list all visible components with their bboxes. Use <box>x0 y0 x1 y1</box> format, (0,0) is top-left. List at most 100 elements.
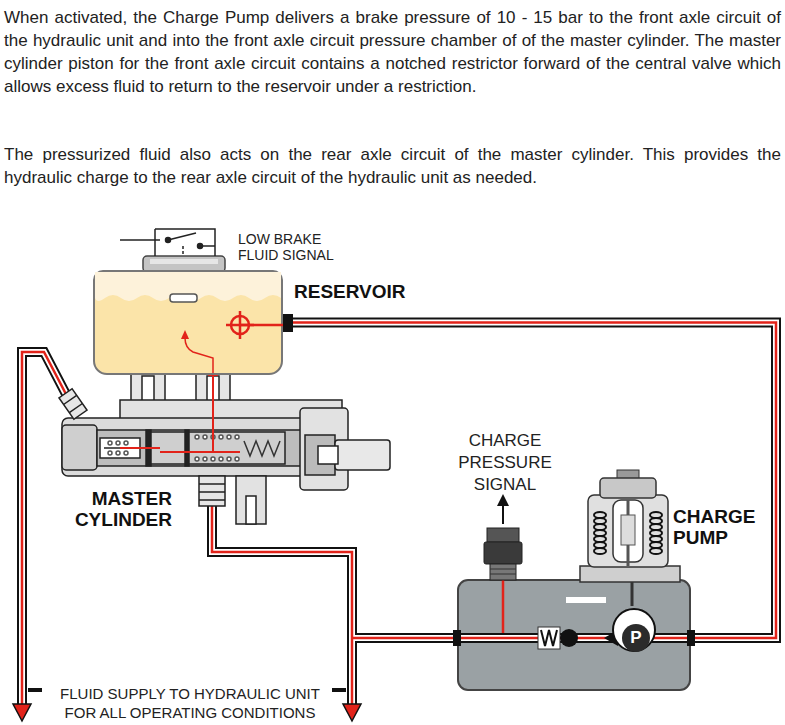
master-cylinder-body <box>124 441 128 445</box>
pipe-connector <box>212 480 622 638</box>
charge-pump-body <box>621 515 635 545</box>
charge-pump-body <box>580 470 680 606</box>
reservoir-cap <box>150 259 218 264</box>
check-valve <box>538 627 618 649</box>
part-name: CHARGE PUMP <box>673 506 763 548</box>
hydraulic-block <box>502 580 505 636</box>
bracket-tick <box>28 688 42 692</box>
master-cylinder-body <box>335 440 390 470</box>
master-cylinder-body <box>219 457 223 461</box>
pipe-stroke <box>212 480 622 638</box>
supply-pipe-fill <box>22 352 352 706</box>
master-cylinder-body <box>142 376 154 402</box>
supply-pipe-outline <box>22 352 352 706</box>
body-paragraph: When activated, the Charge Pump delivers… <box>4 6 781 98</box>
master-cylinder-body <box>211 457 215 461</box>
master-cylinder-body <box>203 435 207 439</box>
part-name: MASTER CYLINDER <box>57 488 172 530</box>
pump-spring <box>650 548 662 554</box>
bracket-tick <box>332 688 346 692</box>
level-float <box>170 294 197 302</box>
pipe-stroke <box>212 480 622 638</box>
master-cylinder-body <box>116 441 120 445</box>
pressure-sensor <box>497 494 509 506</box>
supply-pipe-fill <box>22 352 68 706</box>
master-cylinder-body <box>195 457 199 461</box>
master-cylinder-body <box>150 432 285 464</box>
check-valve <box>541 630 557 646</box>
pressure-sensor <box>490 564 516 580</box>
level-switch-symbol <box>168 233 196 240</box>
supply-pipe-fluid <box>22 352 352 706</box>
supply-arrow-head <box>13 704 31 721</box>
junction-patch <box>352 626 366 652</box>
level-switch-symbol <box>154 229 156 256</box>
pressure-sensor <box>484 542 522 564</box>
master-cylinder-body <box>62 425 97 470</box>
master-cylinder-body <box>97 430 302 466</box>
supply-pipe-outline <box>22 352 68 706</box>
hydraulic-block <box>566 597 606 603</box>
master-cylinder-body <box>246 496 256 524</box>
body-paragraph: The pressurized fluid also acts on the r… <box>4 143 781 189</box>
return-flow-head <box>181 330 189 339</box>
charge-pump-body <box>600 478 656 498</box>
master-cylinder-body <box>227 457 231 461</box>
part-name: RESERVOIR <box>294 281 480 303</box>
outlet-port <box>199 476 225 506</box>
charge-pump-body <box>588 495 668 567</box>
pipe-fitting <box>59 389 87 419</box>
pressure-sensor <box>502 503 504 524</box>
pipe-fitting <box>59 389 87 419</box>
master-cylinder-body <box>185 430 189 466</box>
signal-label: LOW BRAKE FLUID SIGNAL <box>238 231 343 263</box>
master-cylinder-flow <box>120 447 160 449</box>
block-port <box>687 630 695 646</box>
fluid-surface <box>95 272 281 301</box>
outlet-port <box>199 476 225 506</box>
master-cylinder-body <box>195 435 199 439</box>
master-cylinder-body <box>227 435 231 439</box>
pump-symbol <box>613 609 655 651</box>
pressure-sensor <box>484 494 522 580</box>
master-cylinder-body <box>235 435 239 439</box>
supply-arrow-head <box>343 704 361 721</box>
check-valve <box>560 629 578 647</box>
return-flow-line <box>185 338 213 373</box>
junction-patch <box>352 626 366 652</box>
master-cylinder-flow <box>120 374 240 452</box>
level-switch-symbol <box>200 245 215 247</box>
master-cylinder-body <box>116 451 120 455</box>
reservoir-tank: RESERVOIR <box>93 270 283 375</box>
pump-symbol-p: P <box>622 624 650 652</box>
master-cylinder-body <box>235 457 239 461</box>
pipe-stroke <box>212 480 622 638</box>
level-switch-symbol <box>182 246 184 256</box>
pump-letter: P <box>622 624 650 652</box>
junction-patch <box>352 626 366 652</box>
charge-pump: CHARGE PUMP <box>588 478 670 582</box>
master-cylinder-flow <box>213 374 240 452</box>
pressure-sensor <box>490 569 516 574</box>
master-cylinder-body <box>318 446 338 464</box>
block-port <box>453 630 695 646</box>
master-cylinder-body <box>124 451 128 455</box>
charge-pump-body <box>631 582 634 606</box>
pressure-sensor <box>487 528 519 542</box>
callout-label: FLUID SUPPLY TO HYDRAULIC UNIT FOR ALL O… <box>50 684 330 722</box>
check-valve <box>538 627 560 649</box>
master-cylinder-body <box>108 441 112 445</box>
reservoir-fluid <box>95 272 281 373</box>
pump-spring <box>594 548 606 554</box>
block-port <box>453 630 461 646</box>
pump-spring <box>594 512 662 554</box>
master-cylinder-body <box>108 451 112 455</box>
level-switch-symbol <box>155 229 215 256</box>
master-cylinder-body <box>219 435 223 439</box>
master-cylinder-body <box>236 476 266 524</box>
master-cylinder-body <box>203 457 207 461</box>
master-cylinder: MASTER CYLINDER <box>55 395 390 480</box>
outlet-port <box>199 484 225 500</box>
charge-pump-body <box>580 566 680 582</box>
